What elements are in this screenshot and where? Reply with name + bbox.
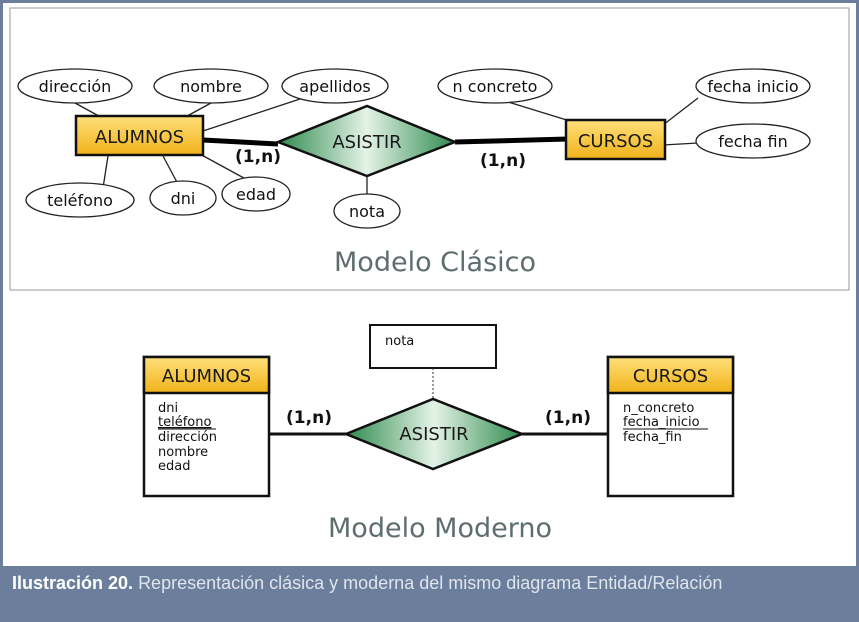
er-diagrams: dirección nombre apellidos teléfono dni … — [9, 7, 850, 544]
modern-cursos-attributes: n_concreto fecha_inicio fecha_fin — [623, 401, 708, 445]
modern-attr-nombre: nombre — [158, 445, 208, 460]
classic-entity-alumnos — [74, 114, 205, 157]
modern-entity-cursos-header — [606, 355, 735, 395]
modern-attr-telefono: teléfono — [158, 415, 211, 430]
attr-ellipse — [153, 68, 269, 104]
modern-cardinality-left: (1,n) — [286, 408, 332, 428]
modern-cardinality-right: (1,n) — [545, 408, 591, 428]
attr-nota: nota — [349, 202, 385, 221]
attr-ellipse — [25, 182, 135, 218]
attr-apellidos: apellidos — [299, 77, 370, 96]
classic-cardinality-right: (1,n) — [480, 151, 526, 171]
attr-ellipse — [695, 123, 811, 159]
classic-title: Modelo Clásico — [334, 247, 536, 278]
attr-ellipse — [149, 180, 217, 216]
attr-ellipse — [437, 68, 553, 104]
classic-entity-cursos-label: CURSOS — [578, 131, 653, 152]
classic-attributes-left: dirección nombre apellidos teléfono dni … — [17, 68, 389, 218]
modern-title: Modelo Moderno — [328, 513, 552, 544]
modern-attr-edad: edad — [158, 459, 190, 474]
modern-attr-n-concreto: n_concreto — [623, 401, 694, 416]
classic-entity-alumnos-label: ALUMNOS — [95, 127, 184, 148]
classic-cardinality-left: (1,n) — [235, 147, 281, 167]
attr-fecha-fin: fecha fin — [718, 132, 788, 151]
modern-alumnos-attributes: dni teléfono dirección nombre edad — [158, 401, 217, 474]
caption-label: Ilustración 20. — [12, 573, 134, 593]
illustration-canvas: dirección nombre apellidos teléfono dni … — [3, 3, 856, 566]
classic-entity-cursos — [564, 118, 667, 161]
attr-edad: edad — [236, 185, 276, 204]
classic-line-left — [202, 137, 279, 147]
modern-attr-fecha-fin: fecha_fin — [623, 430, 682, 445]
modern-entity-cursos-label: CURSOS — [633, 366, 708, 387]
modern-relation-attr: nota — [385, 334, 414, 349]
attr-ellipse — [221, 176, 291, 212]
attr-n-concreto: n concreto — [453, 77, 538, 96]
modern-attr-dni: dni — [158, 401, 178, 416]
modern-relation-label: ASISTIR — [399, 424, 468, 445]
classic-relation-label: ASISTIR — [332, 132, 401, 153]
attr-dni: dni — [171, 189, 196, 208]
modern-entity-alumnos-header — [142, 355, 271, 395]
classic-relation-asistir — [274, 104, 459, 178]
attr-direccion: dirección — [39, 77, 112, 96]
classic-attributes-right: n concreto fecha inicio fecha fin nota — [333, 68, 811, 229]
attr-ellipse — [333, 193, 401, 229]
attr-fecha-inicio: fecha inicio — [707, 77, 798, 96]
attr-ellipse — [281, 68, 389, 104]
attr-telefono: teléfono — [47, 191, 113, 210]
modern-attr-direccion: dirección — [158, 430, 217, 445]
caption-text: Representación clásica y moderna del mis… — [138, 573, 723, 593]
classic-line-right — [454, 136, 569, 145]
attr-ellipse — [17, 68, 133, 104]
modern-entity-alumnos-label: ALUMNOS — [162, 366, 251, 387]
attr-nombre: nombre — [180, 77, 242, 96]
figure-caption: Ilustración 20. Representación clásica y… — [12, 568, 722, 598]
modern-attr-fecha-inicio: fecha_inicio — [623, 415, 700, 430]
attr-ellipse — [695, 68, 811, 104]
modern-relation-asistir — [342, 397, 526, 471]
